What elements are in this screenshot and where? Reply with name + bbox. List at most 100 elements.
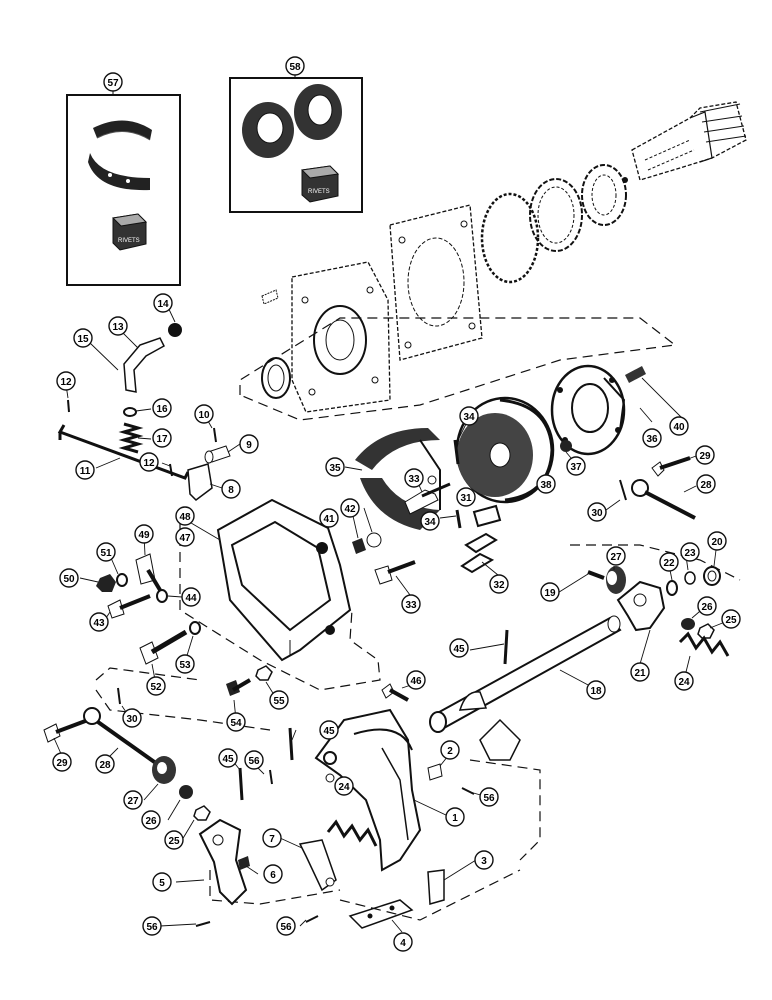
callout-21-text: 21: [634, 668, 646, 679]
callout-27a-text: 27: [610, 552, 622, 563]
callout-22: 22: [659, 552, 679, 572]
callout-18-text: 18: [590, 686, 602, 697]
pin-56-left: [195, 921, 211, 927]
washer-51: [116, 573, 128, 587]
callout-28b: 28: [95, 754, 115, 774]
callout-41-text: 41: [323, 514, 335, 525]
callout-14-text: 14: [157, 299, 169, 310]
callout-23-text: 23: [684, 548, 696, 559]
pin-56-bottom: [305, 915, 319, 923]
bearing-cone: [581, 164, 628, 226]
bracket-8: [187, 463, 213, 501]
spring-27-lower: [152, 756, 176, 784]
pin-30-upper: [619, 479, 627, 501]
lever-21: [616, 580, 666, 632]
washer-22: [666, 580, 678, 596]
spring-24-right: [678, 631, 730, 657]
callout-34a-text: 34: [463, 412, 475, 423]
callout-41: 41: [319, 508, 339, 528]
screw-54: [226, 678, 252, 696]
callout-50: 50: [59, 568, 79, 588]
callout-43-text: 43: [93, 618, 105, 629]
callout-30b: 30: [122, 708, 142, 728]
callout-20-text: 20: [711, 537, 723, 548]
brake-shoe-35: [355, 428, 441, 530]
lever-13: [123, 337, 165, 393]
callout-8-text: 8: [228, 485, 234, 496]
nut-50: [96, 574, 116, 592]
callout-10-text: 10: [198, 410, 210, 421]
rivets-package-58: RIVETS: [300, 165, 340, 203]
rod-28-upper: [631, 479, 696, 520]
rivets-package-57: RIVETS: [111, 213, 148, 251]
callout-13-text: 13: [112, 322, 124, 333]
callout-10: 10: [194, 404, 214, 424]
callout-33b-text: 33: [405, 600, 417, 611]
bolt-29-lower: [43, 718, 89, 743]
o-ring-seal: [480, 192, 540, 284]
cross-shaft-18: [429, 615, 622, 733]
callout-45a-text: 45: [453, 644, 465, 655]
dashed-group-housing: [179, 520, 381, 691]
pin-34-upper: [453, 439, 460, 465]
callout-56b: 56: [479, 787, 499, 807]
callout-28a: 28: [696, 474, 716, 494]
nut-55: [255, 665, 273, 681]
nut-26-lower: [179, 785, 193, 799]
callout-42-text: 42: [344, 504, 356, 515]
callout-2-text: 2: [447, 746, 453, 757]
bushing-20: [703, 566, 721, 586]
callout-4-text: 4: [400, 938, 406, 949]
ring-23: [684, 571, 696, 585]
callout-52: 52: [146, 676, 166, 696]
callout-27b: 27: [123, 790, 143, 810]
callout-51-text: 51: [100, 548, 112, 559]
screw-40: [625, 366, 646, 383]
brake-lining-lower: [88, 153, 150, 191]
bolt-43: [107, 594, 151, 619]
rod-28-lower: [83, 707, 162, 768]
pin-30-lower: [117, 687, 121, 705]
pin-45-lower: [238, 767, 244, 801]
rivets-label-57: RIVETS: [118, 238, 140, 244]
callout-14: 14: [153, 293, 173, 313]
washer-16: [123, 407, 137, 417]
plate-4: [348, 899, 414, 929]
seal: [261, 357, 291, 399]
callout-45b: 45: [319, 720, 339, 740]
callout-25a: 25: [721, 609, 741, 629]
callout-26b: 26: [141, 810, 161, 830]
bolt-49: [135, 553, 162, 592]
pin-9: [204, 445, 231, 464]
callout-3-text: 3: [481, 856, 487, 867]
link-31: [472, 504, 502, 528]
callout-34b-text: 34: [424, 517, 436, 528]
friction-disc-1: [242, 102, 294, 158]
callout-1-text: 1: [452, 813, 458, 824]
callout-32-text: 32: [493, 580, 505, 591]
callout-48: 48: [175, 506, 195, 526]
callout-56b-text: 56: [483, 793, 495, 804]
callout-22-text: 22: [663, 558, 675, 569]
callout-33b: 33: [401, 594, 421, 614]
callout-37: 37: [566, 456, 586, 476]
callout-50-text: 50: [63, 574, 75, 585]
callout-17-text: 17: [156, 434, 168, 445]
pin-56-mid: [269, 769, 273, 785]
callout-40: 40: [669, 416, 689, 436]
callout-9-text: 9: [246, 440, 252, 451]
washer-44: [156, 589, 168, 603]
rod-11: [57, 424, 190, 480]
spring-17: [118, 422, 144, 454]
callout-33a-text: 33: [408, 474, 420, 485]
callout-24a: 24: [674, 671, 694, 691]
callout-58: 58: [285, 56, 305, 76]
callout-24b: 24: [334, 776, 354, 796]
spring-27-upper: [606, 566, 626, 594]
callout-29b: 29: [52, 752, 72, 772]
callout-46-text: 46: [410, 676, 422, 687]
callout-28b-text: 28: [99, 760, 111, 771]
pin-19: [587, 570, 605, 580]
shaft-arm: [479, 718, 521, 761]
